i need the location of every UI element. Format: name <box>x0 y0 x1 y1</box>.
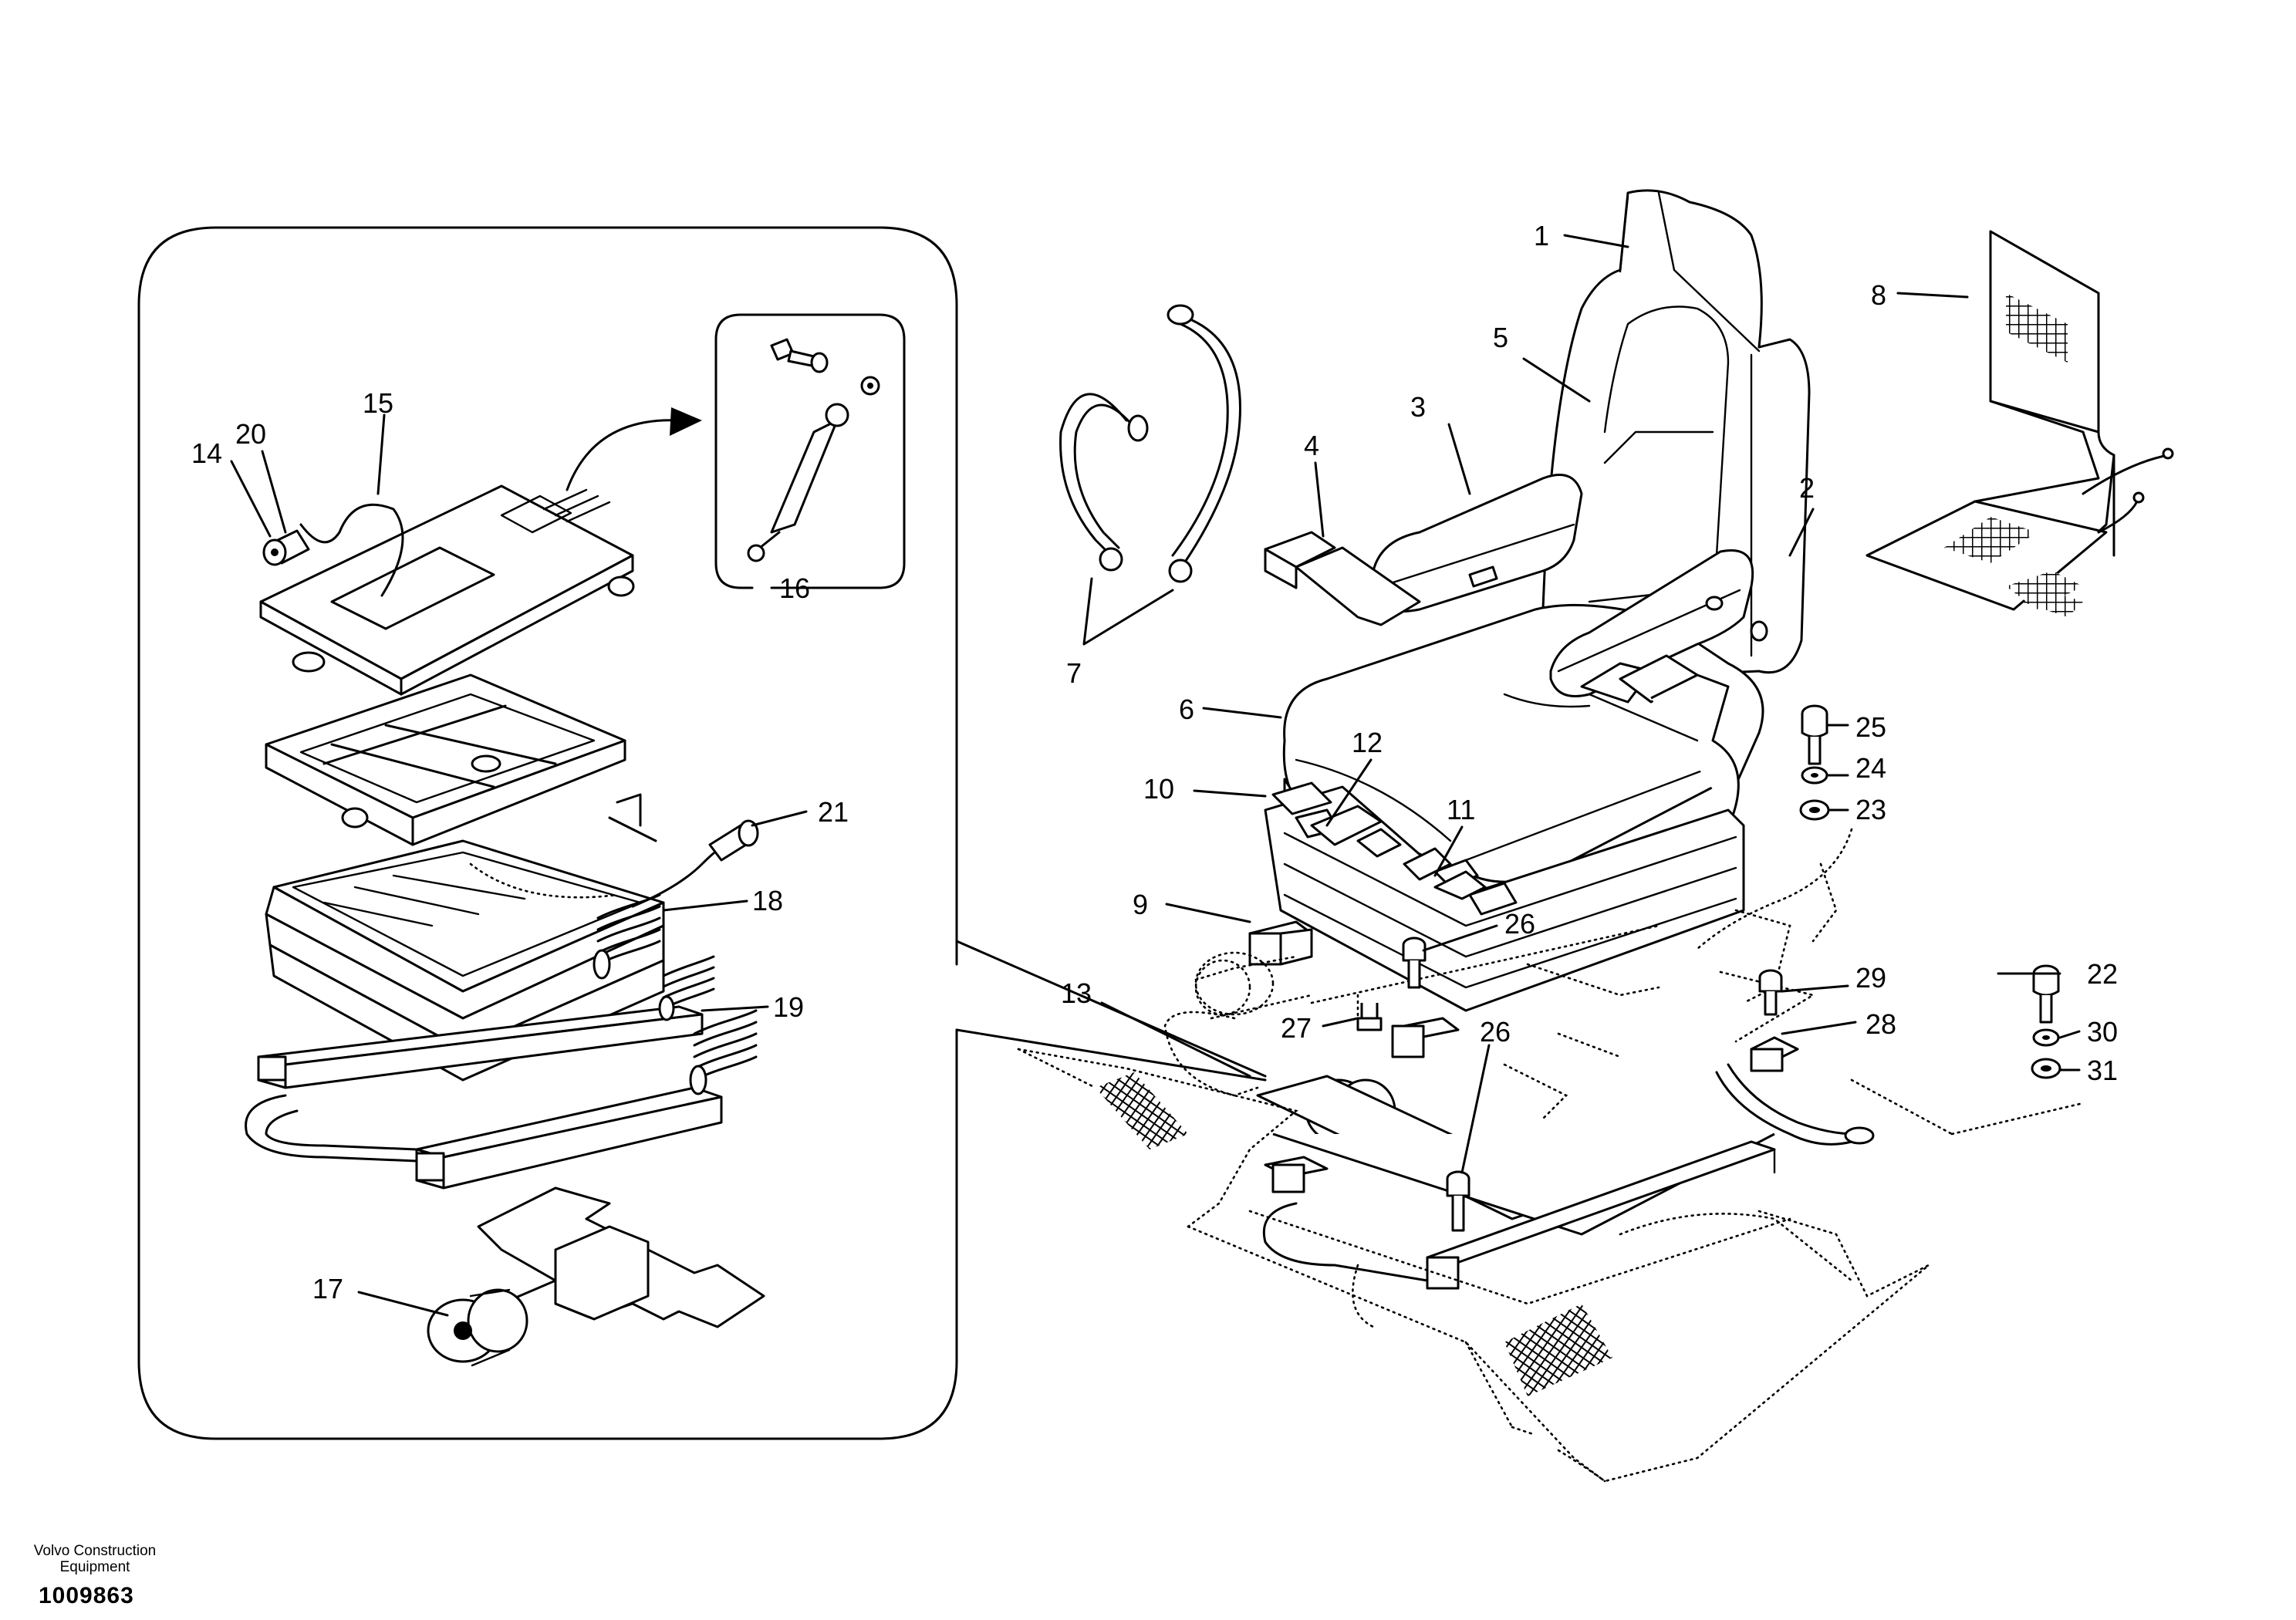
seat-belt <box>1264 531 1740 818</box>
callout-4: 4 <box>1304 430 1319 461</box>
suspension-top-plate <box>259 484 635 696</box>
height-adjuster <box>427 1186 765 1367</box>
callout-21: 21 <box>818 796 849 828</box>
callout-11: 11 <box>1447 794 1475 825</box>
callout-13: 13 <box>1061 977 1092 1009</box>
callout-17: 17 <box>312 1273 343 1304</box>
cab-floor-outline <box>1017 828 2085 1483</box>
callout-18: 18 <box>752 885 783 916</box>
gas-strut <box>747 338 880 562</box>
manufacturer-line-1: Volvo Construction <box>33 1543 157 1559</box>
callout-15: 15 <box>363 387 393 419</box>
callout-5: 5 <box>1493 322 1508 353</box>
leader-lines <box>230 234 2081 1317</box>
manufacturer-line-2: Equipment <box>59 1559 130 1575</box>
callout-7: 7 <box>1066 657 1082 689</box>
cable-straps <box>1059 304 1241 583</box>
callout-27: 27 <box>1281 1012 1312 1044</box>
detail-panel <box>137 226 1267 1440</box>
scissor-frame <box>265 673 626 846</box>
floor-mat <box>1866 230 2174 617</box>
callout-labels: 1 2 3 4 5 6 7 8 9 10 11 12 13 14 15 16 1… <box>191 220 2118 1304</box>
callout-6: 6 <box>1179 694 1194 725</box>
callout-8: 8 <box>1871 279 1886 311</box>
manufacturer-name: Volvo Construction Equipment <box>14 1543 176 1575</box>
slide-rail <box>245 1005 723 1190</box>
suspension-bellows <box>265 793 759 1082</box>
callout-12: 12 <box>1352 727 1383 758</box>
callout-2: 2 <box>1799 472 1815 504</box>
callout-29: 29 <box>1855 962 1886 994</box>
callout-19: 19 <box>773 991 804 1023</box>
callout-16: 16 <box>779 572 810 604</box>
coil-springs <box>593 893 758 1095</box>
callout-26-upper: 26 <box>1504 908 1535 940</box>
callout-1: 1 <box>1534 220 1549 251</box>
callout-26-lower: 26 <box>1480 1016 1511 1048</box>
callout-10: 10 <box>1143 773 1174 805</box>
callout-14: 14 <box>191 437 222 469</box>
drawing-number: 1009863 <box>39 1583 134 1608</box>
callout-20: 20 <box>235 418 266 450</box>
seat-base-suspension <box>1248 781 1745 1058</box>
callout-24: 24 <box>1855 752 1886 784</box>
gas-strut-inset <box>566 313 906 589</box>
callout-28: 28 <box>1866 1008 1896 1040</box>
hardware-fasteners <box>1356 704 2061 1232</box>
ground-strap <box>1715 1036 1875 1146</box>
lower-frame <box>1256 1075 1776 1290</box>
callout-25: 25 <box>1855 711 1886 743</box>
right-armrest <box>1549 549 1768 697</box>
callout-23: 23 <box>1855 794 1886 825</box>
callout-22: 22 <box>2087 958 2118 990</box>
callout-3: 3 <box>1410 391 1426 423</box>
callout-30: 30 <box>2087 1016 2118 1048</box>
callout-31: 31 <box>2087 1055 2118 1086</box>
callout-9: 9 <box>1133 889 1148 920</box>
